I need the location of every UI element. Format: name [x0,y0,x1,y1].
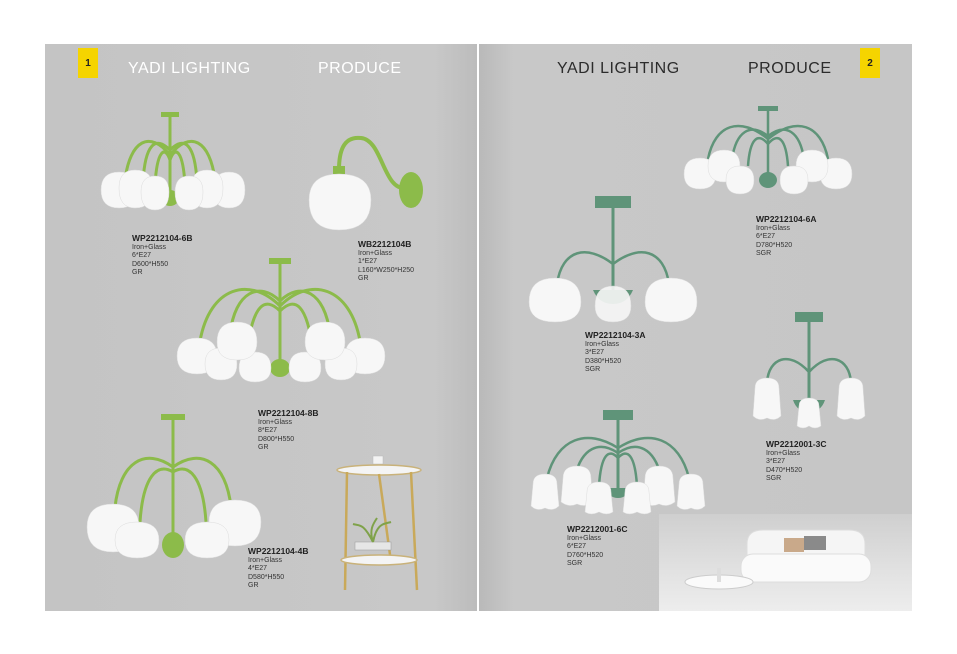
catalog-spread: 1 YADI LIGHTING PRODUCE [45,44,912,611]
chandelier-6-light-sgr-image [683,106,853,195]
chandelier-4-light-image [86,414,262,559]
section-title: PRODUCE [748,60,832,77]
product-spec-WP2212104-4B: WP2212104-4B Iron+Glass 4*E27 D580*H550 … [248,546,309,590]
wall-lamp-image [308,135,423,231]
product-spec-WB2212104B: WB2212104B Iron+Glass 1*E27 L160*W250*H2… [358,239,415,283]
page-number-badge: 2 [860,48,880,78]
catalog-page-1: 1 YADI LIGHTING PRODUCE [45,44,477,611]
brand-title: YADI LIGHTING [128,60,251,77]
product-spec-WP2212104-6B: WP2212104-6B Iron+Glass 6*E27 D600*H550 … [132,233,193,277]
chandelier-8-light-image [176,258,386,383]
chandelier-6-light-bell-image [530,410,706,515]
product-spec-WP2212104-6A: WP2212104-6A Iron+Glass 6*E27 D780*H520 … [756,214,817,258]
chandelier-3-light-bell-image [752,312,866,429]
product-spec-WP2212001-3C: WP2212001-3C Iron+Glass 3*E27 D470*H520 … [766,439,827,483]
section-title: PRODUCE [318,60,402,77]
product-spec-WP2212104-3A: WP2212104-3A Iron+Glass 3*E27 D380*H520 … [585,330,646,374]
page-number-badge: 1 [78,48,98,78]
chandelier-6-light-image [100,112,246,211]
living-room-scene-image [659,514,912,611]
sofa-illustration [684,529,872,590]
catalog-page-2: YADI LIGHTING PRODUCE 2 [479,44,912,611]
product-spec-WP2212104-8B: WP2212104-8B Iron+Glass 8*E27 D800*H550 … [258,408,319,452]
chandelier-3-light-sgr-image [528,196,698,323]
product-spec-WP2212001-6C: WP2212001-6C Iron+Glass 6*E27 D760*H520 … [567,524,628,568]
brand-title: YADI LIGHTING [557,60,680,77]
side-table-image [336,455,422,591]
